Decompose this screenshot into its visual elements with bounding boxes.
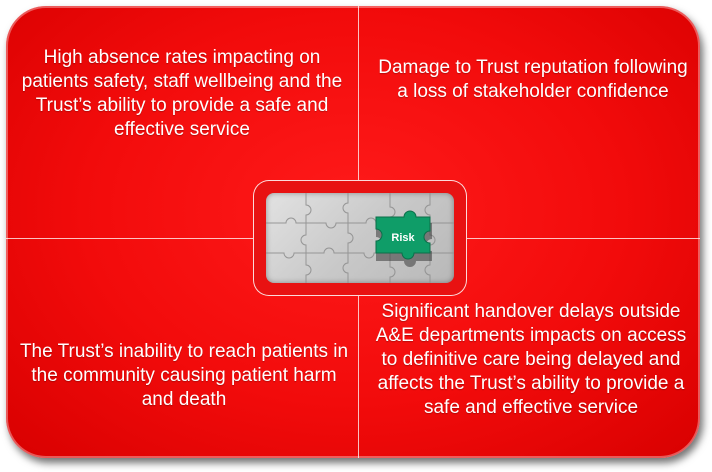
- quadrant-bottom-left: The Trust’s inability to reach patients …: [19, 341, 349, 410]
- quadrant-top-left: High absence rates impacting on patients…: [21, 47, 343, 140]
- risk-diagram-frame: High absence rates impacting on patients…: [6, 6, 700, 458]
- risk-puzzle-piece: Risk: [375, 210, 431, 260]
- risk-label: Risk: [391, 232, 415, 244]
- quadrant-top-right: Damage to Trust reputation following a l…: [378, 57, 688, 102]
- center-risk-box: Risk: [253, 180, 467, 296]
- quadrant-bottom-right: Significant handover delays outside A&E …: [375, 301, 687, 418]
- puzzle-icon: Risk: [266, 193, 454, 283]
